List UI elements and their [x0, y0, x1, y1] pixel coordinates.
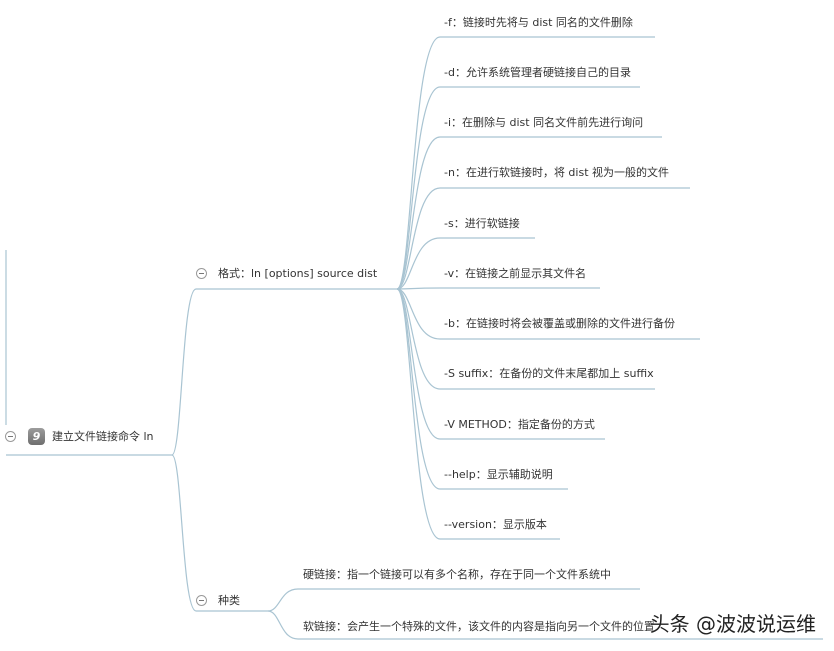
soft-link-description[interactable]: 软链接：会产生一个特殊的文件，该文件的内容是指向另一个文件的位置	[303, 620, 655, 633]
format-child-connector-6	[396, 288, 441, 340]
root-to-types-branch	[171, 454, 197, 612]
format-child-connector-0	[396, 36, 441, 290]
branch-format-title[interactable]: 格式：ln [options] source dist	[218, 267, 378, 280]
branch-types-title[interactable]: 种类	[218, 594, 240, 607]
option-d[interactable]: -d：允许系统管理者硬链接自己的目录	[444, 66, 631, 79]
root-collapse-toggle[interactable]	[5, 431, 16, 442]
format-child-connector-5	[396, 287, 441, 290]
option-S-suffix[interactable]: -S suffix：在备份的文件末尾都加上 suffix	[444, 367, 654, 380]
root-number-badge: 9	[28, 428, 45, 445]
format-child-connector-8	[396, 288, 441, 440]
option-help[interactable]: --help：显示辅助说明	[444, 468, 553, 481]
branch-format-collapse-toggle[interactable]	[196, 268, 207, 279]
option-i[interactable]: -i：在删除与 dist 同名文件前先进行询问	[444, 116, 644, 129]
format-child-connector-4	[396, 237, 441, 290]
types-child-connector-0	[267, 588, 299, 612]
option-version[interactable]: --version：显示版本	[444, 518, 547, 531]
option-f[interactable]: -f：链接时先将与 dist 同名的文件删除	[444, 16, 633, 29]
format-child-connector-10	[396, 288, 441, 540]
root-title[interactable]: 建立文件链接命令 ln	[52, 430, 154, 443]
format-child-connector-3	[396, 187, 441, 290]
watermark: 头条 @波波说运维	[649, 612, 816, 636]
branch-types-collapse-toggle[interactable]	[196, 595, 207, 606]
option-n[interactable]: -n：在进行软链接时，将 dist 视为一般的文件	[444, 166, 670, 179]
format-child-connector-1	[396, 86, 441, 290]
types-child-connector-1	[267, 610, 299, 640]
hard-link-description[interactable]: 硬链接：指一个链接可以有多个名称，存在于同一个文件系统中	[303, 568, 611, 581]
root-to-format-branch	[171, 288, 197, 456]
option-s[interactable]: -s：进行软链接	[444, 217, 520, 230]
option-v[interactable]: -v：在链接之前显示其文件名	[444, 267, 587, 280]
option-b[interactable]: -b：在链接时将会被覆盖或删除的文件进行备份	[444, 317, 675, 330]
format-child-connector-2	[396, 136, 441, 290]
option-V-method[interactable]: -V METHOD：指定备份的方式	[444, 418, 595, 431]
